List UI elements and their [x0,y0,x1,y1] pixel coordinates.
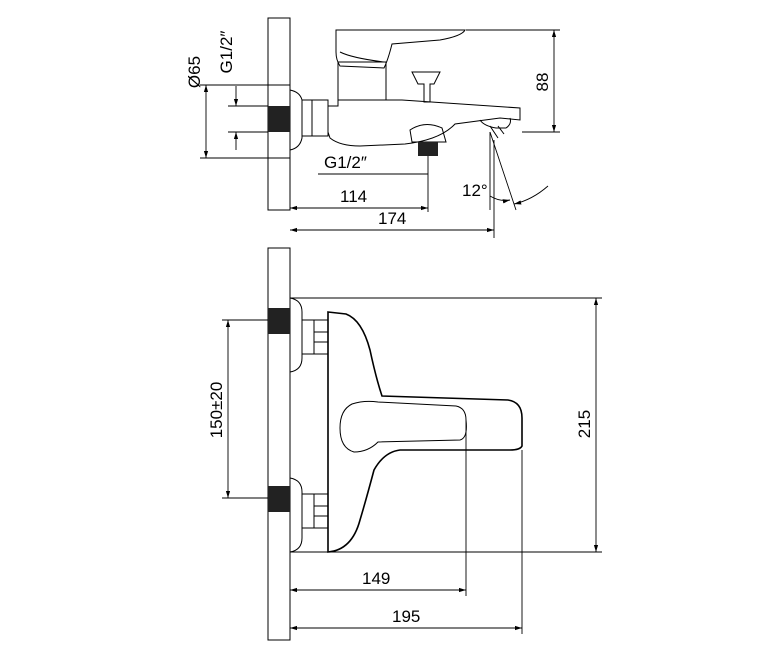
dim-114: 114 [340,187,367,206]
mixer-body-side [327,99,521,147]
hex-nut-top [311,99,329,137]
dim-d65: Ø65 [185,56,204,88]
dim-174: 174 [378,209,406,228]
dim-150: 150±20 [207,382,226,439]
diverter-knob [411,71,441,103]
dim-angle: 12° [462,181,488,200]
spout-outlet [479,117,511,129]
dim-g12-bottom: G1/2″ [324,153,367,172]
hose-connector [409,124,447,143]
dim-g12-side: G1/2″ [217,31,236,74]
wall-bottom [267,247,291,641]
wall-thread-lower [268,486,290,512]
wall-thread-upper [268,308,290,334]
dim-88: 88 [533,73,552,92]
hex-nut-lower [313,493,329,529]
front-view: 150±20 215 149 195 [207,247,602,641]
hose-thread [418,142,438,156]
lever-front [339,400,467,453]
lever-side [335,29,466,69]
mixer-body-front [327,311,523,553]
dim-195: 195 [392,607,420,626]
dim-215: 215 [575,410,594,438]
dim-149: 149 [362,569,390,588]
cartridge-cap [337,61,387,100]
escutcheon-top [289,89,303,151]
hex-nut-upper [313,319,329,355]
wall-thread-top [268,106,290,132]
side-view: Ø65 G1/2″ 88 G1/2″ 12° 114 174 [185,17,560,238]
